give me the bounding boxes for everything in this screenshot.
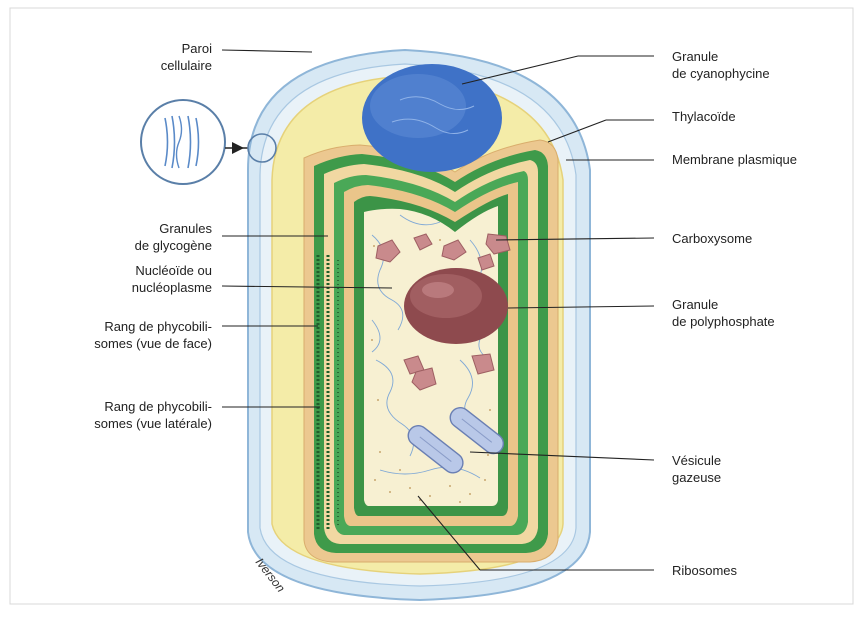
label-membrane-plasmique: Membrane plasmique xyxy=(672,151,797,168)
label-granules-glycogene: Granules de glycogène xyxy=(135,220,212,254)
thylakoid-layers xyxy=(304,140,558,562)
label-phycobilisomes-face: Rang de phycobili- somes (vue de face) xyxy=(94,318,212,352)
label-granule-cyanophycine: Granule de cyanophycine xyxy=(672,48,770,82)
label-nucleoide: Nucléoïde ou nucléoplasme xyxy=(132,262,212,296)
polyphosphate-granule xyxy=(404,268,508,344)
label-carboxysome: Carboxysome xyxy=(672,230,752,247)
cyanophycin-granule xyxy=(362,64,502,172)
label-phycobilisomes-laterale: Rang de phycobili- somes (vue latérale) xyxy=(94,398,212,432)
label-paroi-cellulaire: Paroi cellulaire xyxy=(161,40,212,74)
label-granule-polyphosphate: Granule de polyphosphate xyxy=(672,296,775,330)
label-vesicule-gazeuse: Vésicule gazeuse xyxy=(672,452,721,486)
label-thylacoide: Thylacoïde xyxy=(672,108,736,125)
label-ribosomes: Ribosomes xyxy=(672,562,737,579)
